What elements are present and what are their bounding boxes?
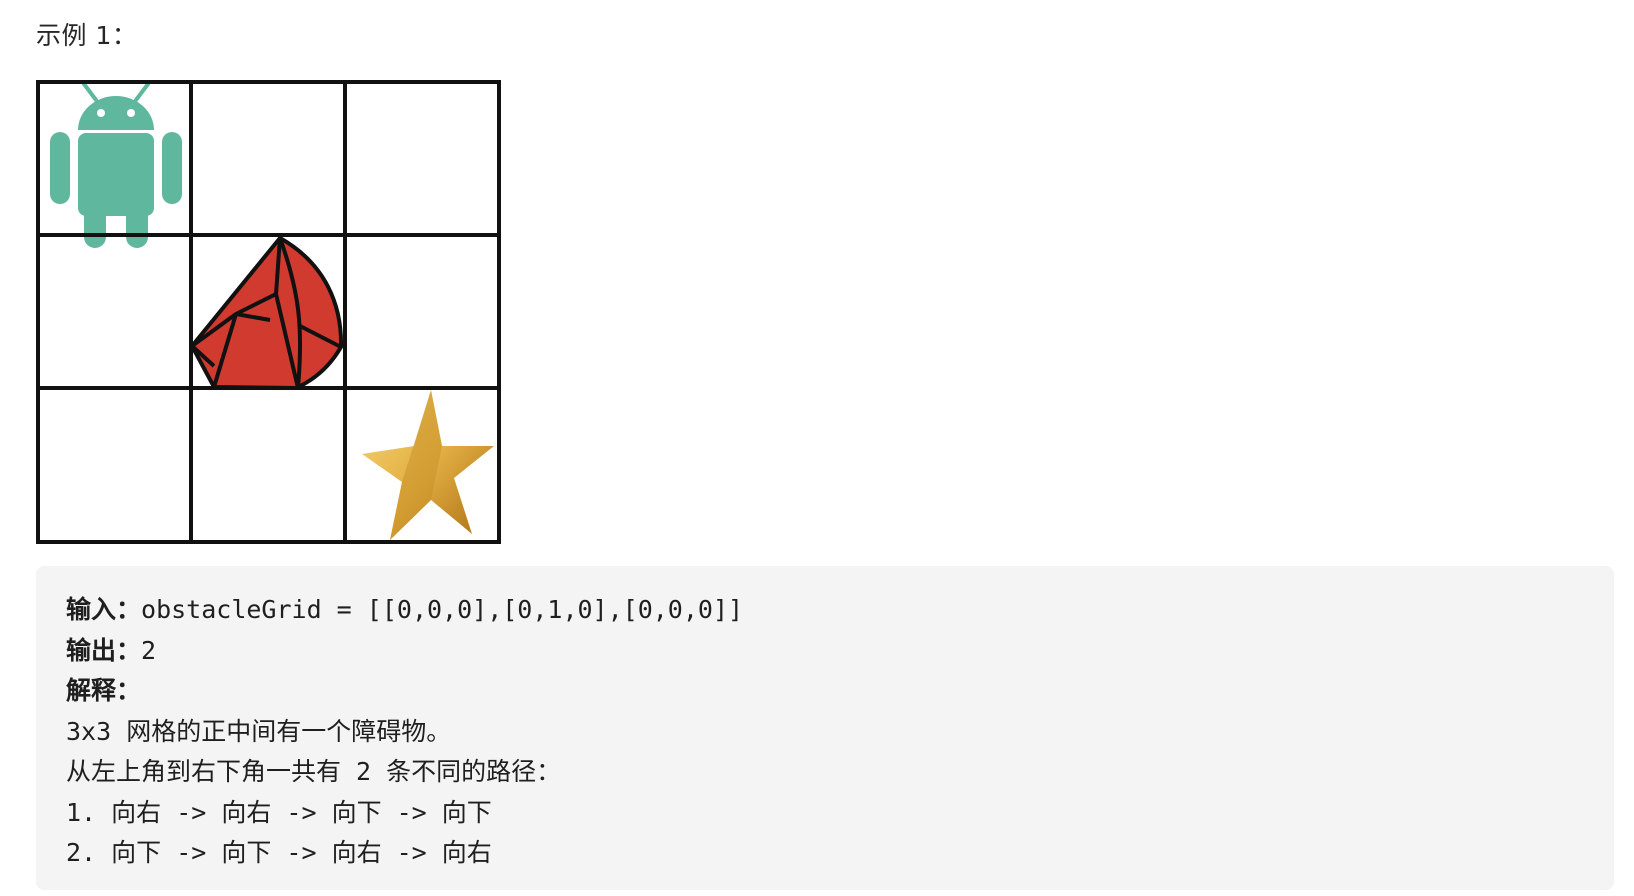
gold-star-icon (362, 390, 494, 540)
grid-lines (36, 80, 501, 544)
path-2: 2. 向下 -> 向下 -> 向右 -> 向右 (66, 838, 492, 867)
output-value: 2 (141, 635, 157, 665)
grid-figure (36, 80, 523, 566)
grid-svg (36, 80, 501, 544)
example-heading: 示例 1： (36, 21, 138, 50)
android-robot-icon (50, 82, 182, 248)
output-line: 输出：2 (66, 631, 1584, 672)
input-label: 输入： (66, 595, 142, 624)
explain-label: 解释： (66, 676, 142, 705)
input-value: obstacleGrid = [[0,0,0],[0,1,0],[0,0,0]] (141, 595, 744, 624)
explain-text-1: 3x3 网格的正中间有一个障碍物。 (66, 716, 452, 746)
explain-text-2: 从左上角到右下角一共有 2 条不同的路径： (66, 757, 562, 786)
explain-line: 解释： (66, 671, 1584, 712)
path-1: 1. 向右 -> 向右 -> 向下 -> 向下 (66, 797, 492, 827)
example-code-block: 输入：obstacleGrid = [[0,0,0],[0,1,0],[0,0,… (36, 566, 1614, 890)
input-line: 输入：obstacleGrid = [[0,0,0],[0,1,0],[0,0,… (66, 590, 1584, 631)
output-label: 输出： (66, 635, 142, 665)
red-gem-obstacle-icon (190, 236, 344, 390)
